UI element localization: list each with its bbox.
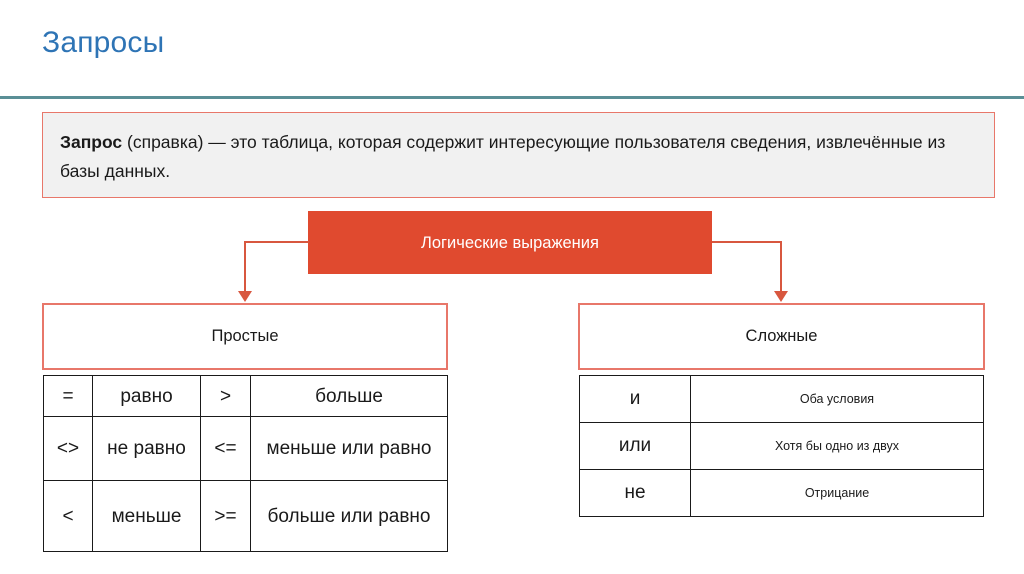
table-row: и Оба условия: [579, 375, 984, 423]
simple-operators-table: = равно > больше <> не равно <= меньше и…: [43, 375, 448, 552]
simple-word-b: меньше или равно: [250, 416, 448, 481]
simple-symbol-b: <=: [200, 416, 251, 481]
table-row: <> не равно <= меньше или равно: [43, 416, 448, 481]
arrow-head-left-icon: [238, 291, 252, 302]
simple-symbol-a: =: [43, 375, 93, 417]
simple-symbol-b: >=: [200, 480, 251, 552]
simple-word-a: не равно: [92, 416, 201, 481]
complex-operator: не: [579, 469, 691, 517]
table-row: < меньше >= больше или равно: [43, 480, 448, 552]
category-box-complex: Сложные: [578, 303, 985, 370]
logic-expressions-label: Логические выражения: [421, 233, 599, 252]
connector-right-vertical: [780, 241, 782, 294]
title-divider: [0, 96, 1024, 99]
connector-left-horizontal: [245, 241, 309, 243]
complex-description: Отрицание: [690, 469, 984, 517]
connector-right-horizontal: [712, 241, 782, 243]
simple-word-a: равно: [92, 375, 201, 417]
page-title: Запросы: [42, 26, 165, 59]
simple-symbol-b: >: [200, 375, 251, 417]
definition-text: Запрос (справка) — это таблица, которая …: [60, 128, 970, 186]
complex-description: Оба условия: [690, 375, 984, 423]
definition-term: Запрос: [60, 132, 123, 152]
table-row: = равно > больше: [43, 375, 448, 417]
complex-description: Хотя бы одно из двух: [690, 422, 984, 470]
complex-operator: и: [579, 375, 691, 423]
complex-operator: или: [579, 422, 691, 470]
table-row: не Отрицание: [579, 469, 984, 517]
arrow-head-right-icon: [774, 291, 788, 302]
category-label-simple: Простые: [211, 327, 279, 345]
simple-word-b: больше: [250, 375, 448, 417]
simple-word-a: меньше: [92, 480, 201, 552]
complex-operators-table: и Оба условия или Хотя бы одно из двух н…: [579, 375, 984, 517]
simple-word-b: больше или равно: [250, 480, 448, 552]
table-row: или Хотя бы одно из двух: [579, 422, 984, 470]
connector-left-vertical: [244, 241, 246, 294]
simple-symbol-a: <: [43, 480, 93, 552]
simple-symbol-a: <>: [43, 416, 93, 481]
logic-expressions-box: Логические выражения: [308, 211, 712, 274]
category-box-simple: Простые: [42, 303, 448, 370]
definition-rest: (справка) — это таблица, которая содержи…: [60, 132, 946, 181]
definition-box: Запрос (справка) — это таблица, которая …: [42, 112, 995, 198]
category-label-complex: Сложные: [745, 327, 818, 345]
